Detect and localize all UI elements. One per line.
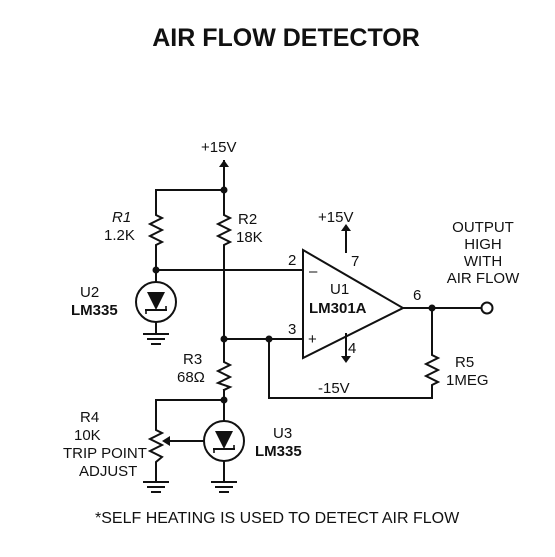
u1-pin-4: 4 bbox=[348, 340, 356, 357]
supply-arrow-opamp-positive bbox=[341, 224, 351, 231]
ground-symbol-r4 bbox=[143, 481, 169, 493]
ground-symbol-u2 bbox=[143, 333, 169, 345]
r1-value: 1.2K bbox=[104, 227, 135, 244]
output-label-line2: HIGH bbox=[464, 236, 502, 253]
r3-ref: R3 bbox=[183, 351, 202, 368]
output-terminal bbox=[480, 301, 494, 315]
supply-arrow-main bbox=[219, 160, 229, 168]
r2-ref: R2 bbox=[238, 211, 257, 228]
r4-label-line1: TRIP POINT bbox=[63, 445, 147, 462]
r2-value: 18K bbox=[236, 229, 263, 246]
u2-part: LM335 bbox=[71, 302, 118, 319]
u1-opamp-triangle bbox=[302, 248, 406, 360]
r5-resistor-symbol bbox=[423, 350, 441, 394]
ground-symbol-u3 bbox=[211, 481, 237, 493]
diagram-title: AIR FLOW DETECTOR bbox=[152, 24, 420, 52]
supply-label-opamp-positive: +15V bbox=[318, 209, 353, 226]
r4-potentiometer-symbol bbox=[147, 425, 204, 469]
r4-ref: R4 bbox=[80, 409, 99, 426]
u3-sensor-symbol bbox=[203, 420, 245, 462]
junction-dots bbox=[152, 186, 436, 404]
supply-arrow-opamp-negative bbox=[341, 356, 351, 363]
r4-label-line2: ADJUST bbox=[79, 463, 137, 480]
u2-sensor-symbol bbox=[135, 281, 177, 323]
u1-pin-2: 2 bbox=[288, 252, 296, 269]
supply-label-opamp-negative: -15V bbox=[318, 380, 350, 397]
output-label-line1: OUTPUT bbox=[452, 219, 514, 236]
u1-pin-7: 7 bbox=[351, 253, 359, 270]
r5-ref: R5 bbox=[455, 354, 474, 371]
u2-ref: U2 bbox=[80, 284, 99, 301]
output-label-line4: AIR FLOW bbox=[447, 270, 520, 287]
r3-value: 68Ω bbox=[177, 369, 205, 386]
output-label-line3: WITH bbox=[464, 253, 502, 270]
u1-pin-6: 6 bbox=[413, 287, 421, 304]
u1-noninverting-sign: + bbox=[308, 331, 317, 348]
r4-value: 10K bbox=[74, 427, 101, 444]
u1-part: LM301A bbox=[309, 300, 367, 317]
u3-ref: U3 bbox=[273, 425, 292, 442]
footnote: *SELF HEATING IS USED TO DETECT AIR FLOW bbox=[95, 510, 460, 527]
r2-resistor-symbol bbox=[215, 210, 233, 250]
u1-ref: U1 bbox=[330, 281, 349, 298]
u3-part: LM335 bbox=[255, 443, 302, 460]
wire-network bbox=[155, 166, 482, 483]
r3-resistor-symbol bbox=[215, 357, 233, 392]
u1-inverting-sign: – bbox=[309, 263, 318, 280]
r5-value: 1MEG bbox=[446, 372, 489, 389]
r1-resistor-symbol bbox=[147, 210, 165, 250]
u1-pin-3: 3 bbox=[288, 321, 296, 338]
r1-ref: R1 bbox=[112, 209, 131, 226]
supply-label-main: +15V bbox=[201, 139, 236, 156]
